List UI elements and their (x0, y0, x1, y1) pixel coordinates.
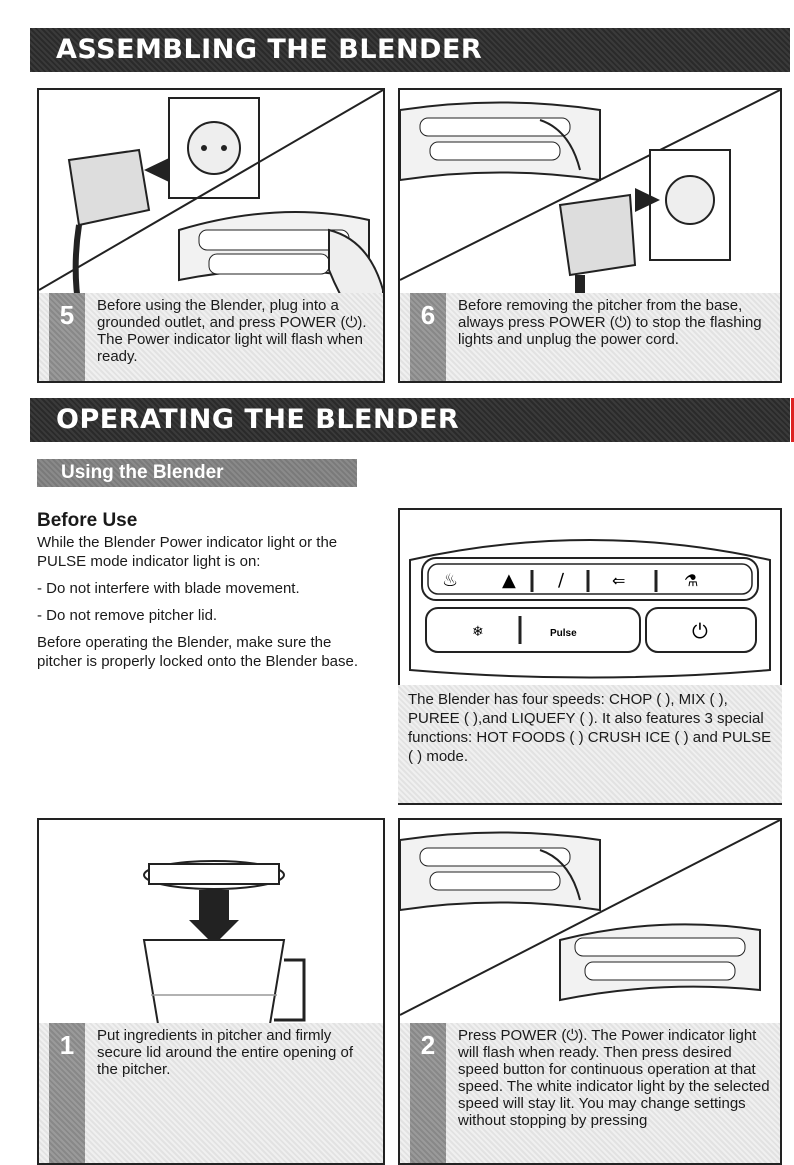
step-number: 1 (49, 1023, 85, 1163)
step-number: 5 (49, 293, 85, 381)
section-title: OPERATING THE BLENDER (56, 404, 460, 435)
pulse-label: Pulse (550, 628, 577, 639)
step-panel-6: 6 Before removing the pitcher from the b… (398, 88, 782, 383)
svg-text:▲: ▲ (502, 570, 516, 591)
before-use-line: While the Blender Power indicator light … (37, 534, 338, 570)
svg-text:∕: ∕ (558, 570, 565, 591)
step-text: Press POWER (⏻). The Power indicator lig… (458, 1027, 770, 1129)
section-title: ASSEMBLING THE BLENDER (56, 34, 483, 65)
svg-text:⚗: ⚗ (684, 571, 698, 590)
unplug-illustration (400, 90, 780, 300)
step-number: 6 (410, 293, 446, 381)
step-caption: 1 Put ingredients in pitcher and firmly … (39, 1023, 383, 1163)
section-banner-operating: OPERATING THE BLENDER (30, 398, 790, 442)
before-use-body: While the Blender Power indicator light … (37, 533, 377, 679)
step-caption: 5 Before using the Blender, plug into a … (39, 293, 383, 381)
section-banner-assembling: ASSEMBLING THE BLENDER (30, 28, 790, 72)
step-text: Put ingredients in pitcher and firmly se… (97, 1027, 354, 1078)
step-number: 2 (410, 1023, 446, 1163)
before-use-heading: Before Use (37, 510, 138, 531)
edge-mark (791, 398, 794, 442)
step-text: Before removing the pitcher from the bas… (458, 297, 762, 348)
speeds-description: The Blender has four speeds: CHOP ( ), M… (398, 685, 782, 803)
step-text: Before using the Blender, plug into a gr… (97, 297, 367, 365)
before-use-line: - Do not interfere with blade movement. (37, 580, 300, 597)
svg-text:♨: ♨ (442, 570, 458, 591)
subsection-title: Using the Blender (61, 462, 224, 483)
power-button-illustration (400, 820, 780, 1016)
before-use-line: - Do not remove pitcher lid. (37, 607, 218, 624)
svg-text:⇐: ⇐ (612, 571, 625, 590)
step-caption: 6 Before removing the pitcher from the b… (400, 293, 780, 381)
before-use-line: Before operating the Blender, make sure … (37, 634, 359, 670)
step-panel-1: 1 Put ingredients in pitcher and firmly … (37, 818, 385, 1165)
subsection-banner: Using the Blender (37, 459, 357, 487)
step-caption: 2 Press POWER (⏻). The Power indicator l… (400, 1023, 780, 1163)
svg-text:❄: ❄ (472, 624, 484, 640)
svg-text:⏻: ⏻ (692, 619, 708, 643)
pitcher-lid-illustration (142, 860, 306, 1031)
step-panel-5: 5 Before using the Blender, plug into a … (37, 88, 385, 383)
control-panel-illustration: ♨ ▲ ∕ ⇐ ⚗ ❄ Pulse ⏻ (409, 539, 771, 679)
step-panel-2: 2 Press POWER (⏻). The Power indicator l… (398, 818, 782, 1165)
